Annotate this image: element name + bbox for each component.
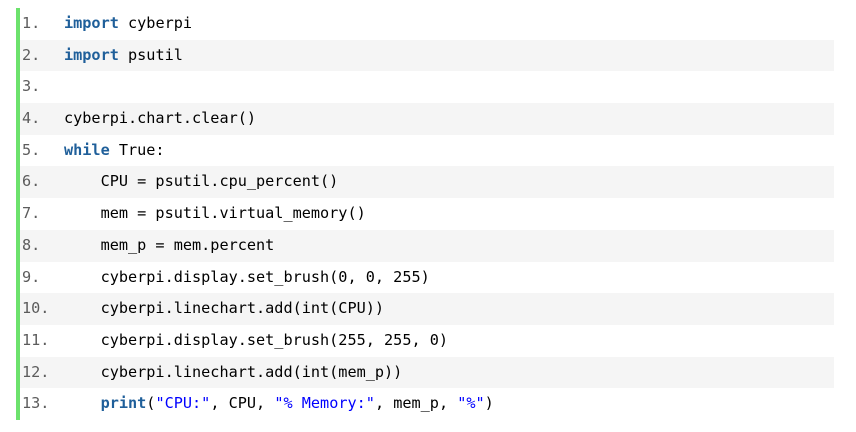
code-token: ): [484, 394, 494, 413]
code-line: 3.: [20, 71, 834, 103]
code-token: psutil: [118, 45, 183, 64]
code-token: True:: [109, 140, 165, 159]
line-number: 3.: [22, 77, 41, 96]
line-number: 6.: [22, 172, 41, 191]
code-line: 4. cyberpi.chart.clear(): [20, 103, 834, 135]
code-text: while True:: [64, 135, 165, 167]
code-block: 1. import cyberpi 2. import psutil 3. 4. cyber…: [16, 8, 834, 420]
code-text: import psutil: [64, 40, 183, 72]
code-token: , mem_p,: [374, 394, 458, 413]
code-token: [64, 394, 101, 412]
line-number: 4.: [22, 109, 41, 128]
code-token: mem_p = mem.percent: [64, 235, 275, 254]
code-line: 1. import cyberpi: [20, 8, 834, 40]
line-number: 13.: [22, 394, 50, 413]
code-line: 2. import psutil: [20, 39, 834, 72]
code-string: "% Memory:": [274, 394, 375, 413]
code-keyword: import: [64, 14, 119, 32]
code-token: cyberpi.display.set_brush(255, 255, 0): [64, 330, 449, 349]
code-text: cyberpi.chart.clear(): [64, 103, 256, 135]
line-number: 8.: [22, 235, 41, 254]
code-line: 8. mem_p = mem.percent: [20, 229, 834, 262]
code-text: cyberpi.display.set_brush(0, 0, 255): [64, 262, 430, 294]
code-line: 12. cyberpi.linechart.add(int(mem_p)): [20, 356, 834, 389]
code-line: 10. cyberpi.linechart.add(int(CPU)): [20, 293, 834, 325]
code-token: cyberpi.linechart.add(int(CPU)): [64, 299, 385, 318]
code-keyword: import: [64, 45, 119, 64]
code-text: cyberpi.linechart.add(int(mem_p)): [64, 357, 403, 389]
code-line: 6. CPU = psutil.cpu_percent(): [20, 166, 834, 199]
code-text: CPU = psutil.cpu_percent(): [64, 166, 339, 198]
line-number: 7.: [22, 204, 41, 223]
code-string: "%": [457, 394, 485, 413]
code-line: 13. print("CPU:", CPU, "% Memory:", mem_…: [20, 388, 834, 420]
code-line: 7. mem = psutil.virtual_memory(): [20, 198, 834, 230]
code-string: "CPU:": [155, 394, 211, 413]
line-number: 5.: [22, 140, 41, 159]
code-token: cyberpi: [118, 14, 193, 32]
code-token: mem = psutil.virtual_memory(): [64, 204, 366, 223]
code-text: print("CPU:", CPU, "% Memory:", mem_p, "…: [64, 388, 494, 420]
code-token: cyberpi.linechart.add(int(mem_p)): [64, 362, 403, 381]
code-text: mem_p = mem.percent: [64, 230, 275, 262]
code-token: cyberpi.chart.clear(): [64, 109, 257, 128]
code-keyword: print: [100, 394, 147, 413]
code-text: cyberpi.linechart.add(int(CPU)): [64, 293, 384, 325]
line-number: 9.: [22, 267, 41, 286]
line-number: 12.: [22, 362, 50, 381]
code-text: import cyberpi: [64, 8, 192, 40]
line-number: 10.: [22, 299, 50, 318]
code-keyword: while: [64, 140, 110, 159]
code-token: (: [146, 394, 156, 413]
code-text: mem = psutil.virtual_memory(): [64, 198, 366, 230]
code-token: , CPU,: [210, 394, 275, 413]
line-number: 2.: [22, 45, 41, 64]
code-line: 9. cyberpi.display.set_brush(0, 0, 255): [20, 262, 834, 294]
code-line: 11. cyberpi.display.set_brush(255, 255, …: [20, 325, 834, 357]
line-number: 11.: [22, 330, 50, 349]
code-line: 5. while True:: [20, 135, 834, 167]
code-token: cyberpi.display.set_brush(0, 0, 255): [64, 267, 430, 286]
line-number: 1.: [22, 14, 41, 32]
code-token: CPU = psutil.cpu_percent(): [64, 172, 339, 191]
code-text: cyberpi.display.set_brush(255, 255, 0): [64, 325, 448, 357]
